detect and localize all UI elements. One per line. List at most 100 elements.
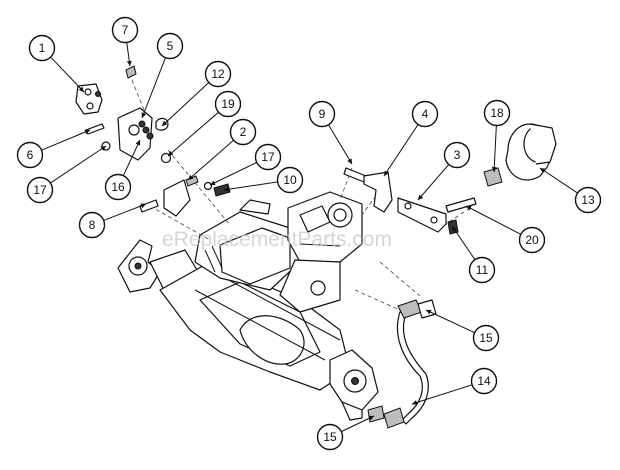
callout-10: 10 [223,166,304,194]
clip-12 [155,117,169,131]
callout-number: 15 [479,331,493,345]
pin-20 [445,197,477,213]
leader-arrowhead [418,194,424,200]
leader-line [493,125,497,173]
callout-circle [229,118,257,146]
callout-12: 12 [161,60,232,127]
leader-line [465,205,522,235]
callout-circle [16,141,44,169]
leader-line [223,181,278,191]
callout-number: 12 [211,67,225,81]
callout-number: 3 [454,148,461,162]
callout-13: 13 [539,167,602,214]
callout-16: 16 [104,139,141,201]
leader-arrowhead [126,60,132,66]
callout-11: 11 [451,225,496,284]
callout-9: 9 [308,100,353,165]
leader-line [411,384,473,405]
leader-line [122,139,141,176]
leader-line [383,124,419,177]
callout-circle [28,34,56,62]
hydraulic-line-14 [383,299,429,429]
callout-7: 7 [111,16,139,67]
leader-line [50,56,85,93]
pin-9 [343,167,367,183]
leader-arrowhead [452,226,457,232]
callout-number: 16 [111,180,125,194]
callout-circle [308,100,336,128]
callout-20: 20 [465,205,546,254]
leader-arrowhead [491,166,497,172]
callout-circle [111,16,139,44]
callout-number: 1 [39,41,46,55]
washer-17-right [203,181,213,191]
leader-line [451,225,476,260]
leader-line [341,415,375,433]
callout-8: 8 [78,203,147,239]
leader-line [539,167,578,194]
callout-number: 15 [323,430,337,444]
control-arm-bracket [75,83,103,115]
callout-number: 19 [221,97,235,111]
callout-number: 7 [122,23,129,37]
leader-arrowhead [210,180,216,186]
leader-line [425,309,475,334]
callout-circle [78,211,106,239]
leader-arrowhead [168,150,174,156]
leader-line [50,145,107,184]
leader-arrowhead [368,415,374,421]
callout-circle [470,367,498,395]
callout-15a: 15 [425,309,500,352]
leader-arrowhead [84,129,90,135]
leader-arrowhead [224,186,230,192]
leader-line [417,164,450,201]
callout-number: 11 [476,263,489,277]
callout-1: 1 [28,34,85,93]
callout-circle [468,256,496,284]
pin-6 [85,123,105,135]
leader-arrowhead [135,140,141,146]
callout-circle [472,324,500,352]
callout-18: 18 [483,99,511,173]
callout-circle [518,226,546,254]
leader-arrowhead [540,168,546,173]
callout-number: 10 [283,173,297,187]
bolt-7 [125,65,137,79]
leader-arrowhead [384,170,389,176]
callout-number: 14 [477,374,491,388]
leader-arrowhead [78,86,84,92]
callout-circle [411,100,439,128]
leader-line [161,82,210,127]
fitting-15-upper [417,299,437,319]
valve-body [287,191,363,263]
bracket-3 [397,197,447,233]
leader-line [209,161,257,186]
screw-10 [213,183,231,197]
callout-17b: 17 [26,145,107,204]
callout-number: 8 [89,218,96,232]
control-plate [117,107,154,161]
callout-14: 14 [411,367,498,405]
callout-circle [214,90,242,118]
callout-number: 17 [261,150,275,164]
callout-number: 18 [490,106,504,120]
right-axle-hub [329,349,379,421]
callout-number: 4 [422,107,429,121]
leader-arrowhead [100,146,106,151]
callout-circle [483,99,511,127]
callout-circle [104,173,132,201]
callout-4: 4 [383,100,439,177]
watermark: eReplacementParts.com [162,228,392,251]
callout-number: 5 [167,39,174,53]
callout-circle [254,143,282,171]
callout-5: 5 [141,32,184,119]
callout-number: 13 [581,193,595,207]
callout-2: 2 [187,118,257,181]
callout-number: 6 [27,148,34,162]
callout-19: 19 [167,90,242,157]
adapter-18 [483,167,503,187]
callout-circle [204,60,232,88]
callout-17: 17 [209,143,282,186]
